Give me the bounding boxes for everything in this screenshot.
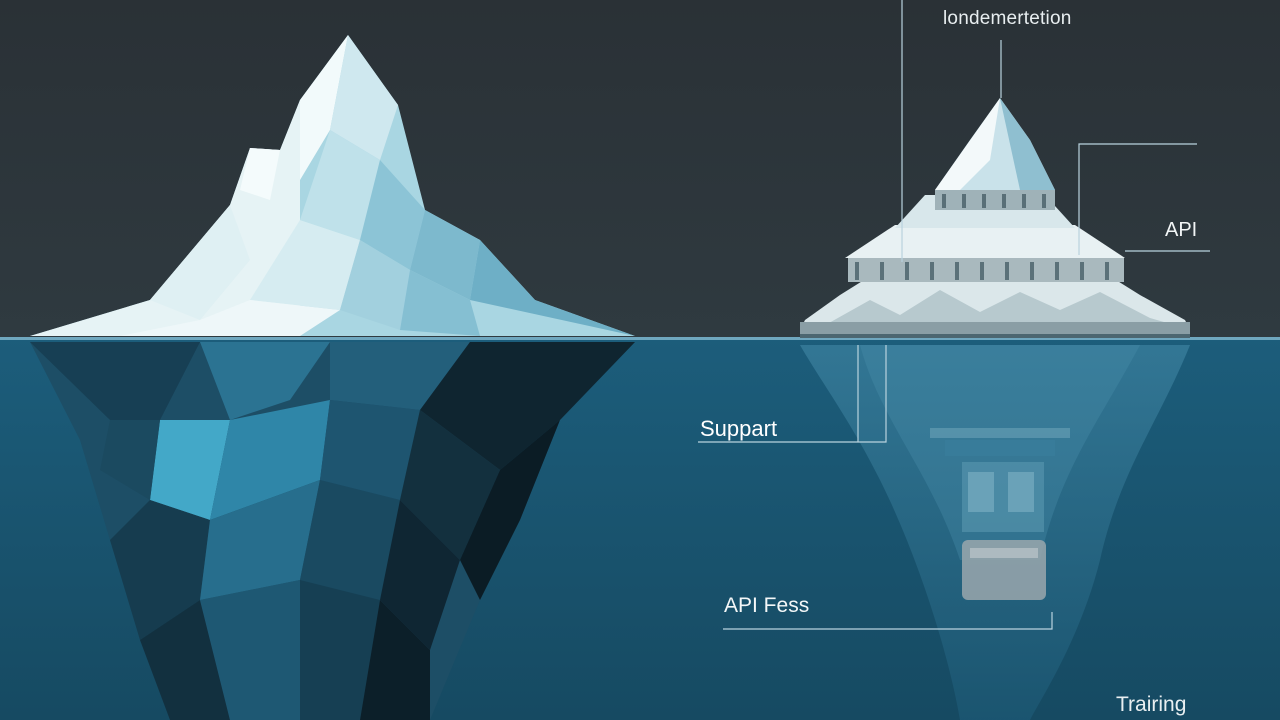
left-iceberg-top xyxy=(30,35,635,336)
left-iceberg-underwater xyxy=(30,342,635,720)
label-connectors xyxy=(698,0,1210,630)
label-api-fees: API Fess xyxy=(724,594,810,617)
right-iceberg-building xyxy=(800,98,1190,338)
label-training: Trairing xyxy=(1116,693,1187,716)
waterline xyxy=(0,337,1280,340)
label-api: API xyxy=(1165,219,1198,241)
label-implementation: londemertetion xyxy=(943,8,1072,29)
right-iceberg-underwater xyxy=(800,345,1190,720)
label-support: Suppart xyxy=(700,416,778,441)
